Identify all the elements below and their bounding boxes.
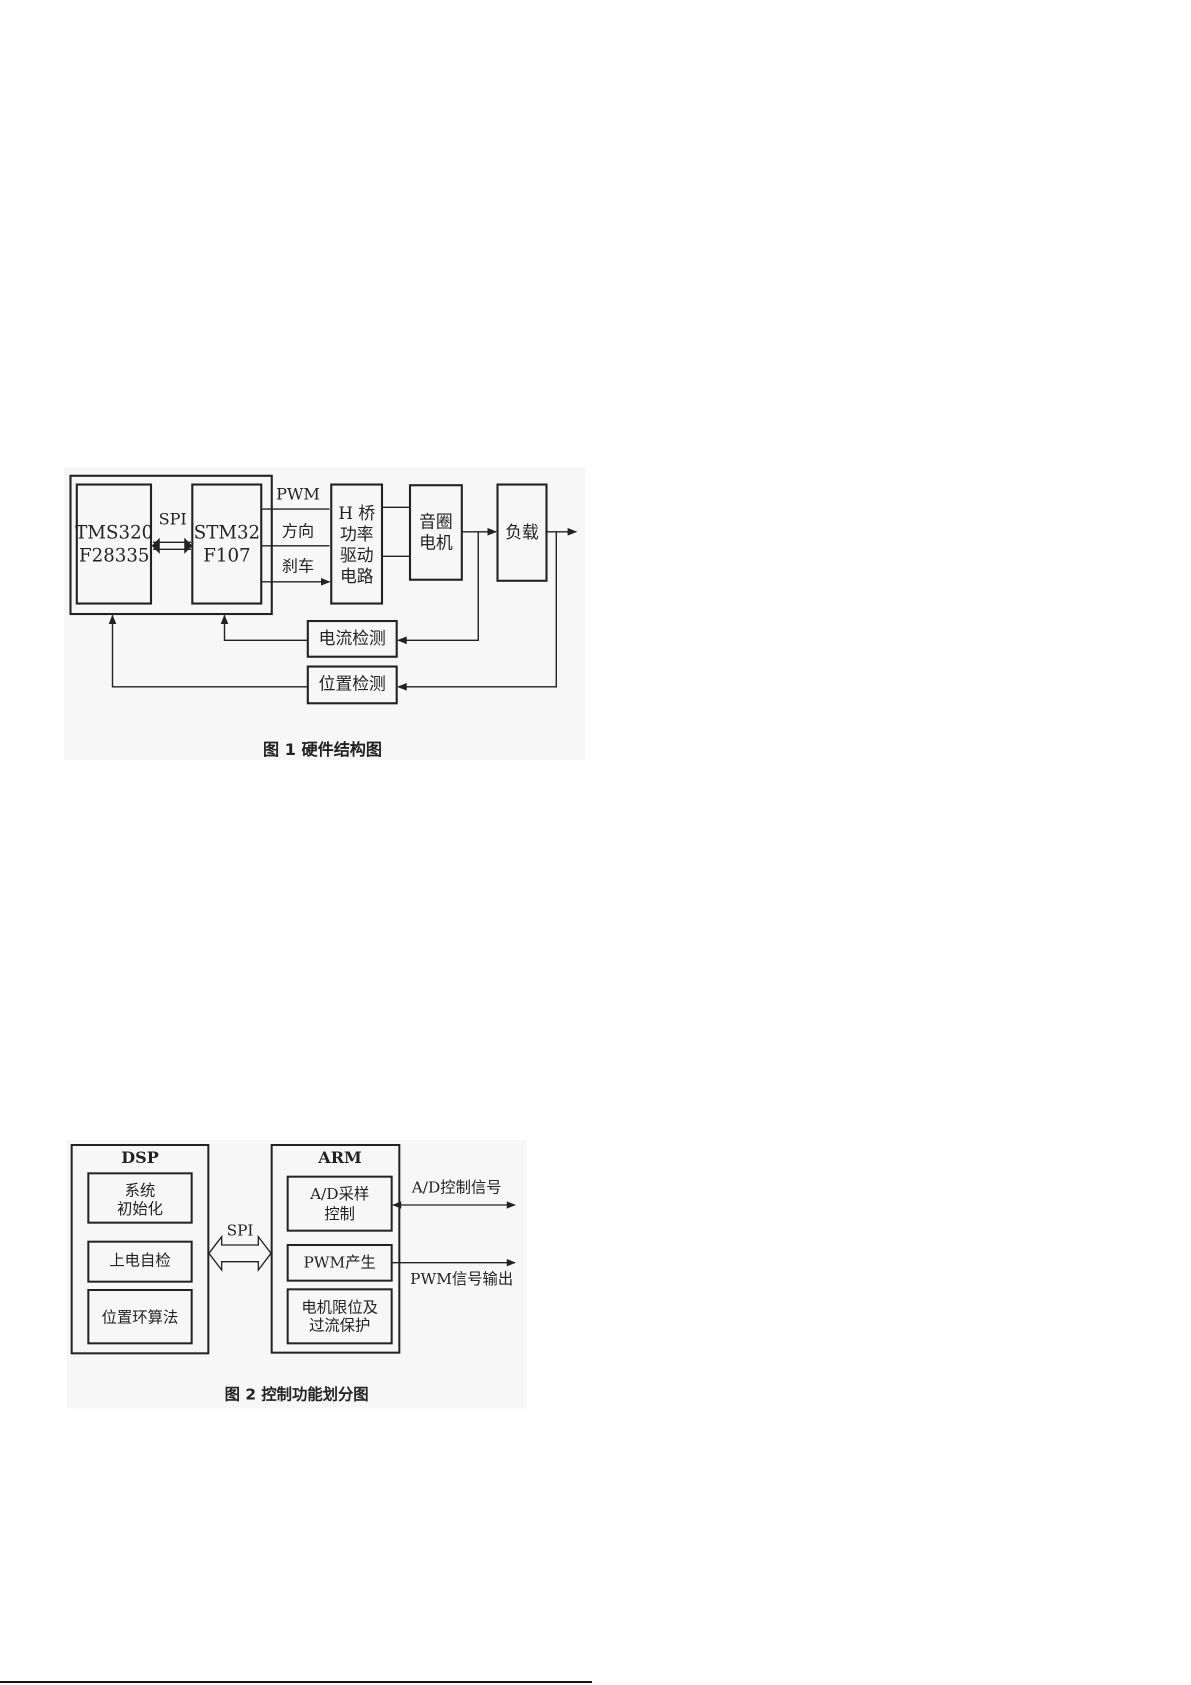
- spi-label: SPI: [227, 1222, 254, 1240]
- dsp-box: [70, 1144, 210, 1355]
- arm-item: 电机限位及: [301, 1298, 378, 1316]
- arm-label: ARM: [317, 1148, 361, 1167]
- load-box: [496, 483, 548, 582]
- hbridge-line: 电路: [340, 566, 374, 586]
- dsp-item: 系统: [125, 1182, 156, 1200]
- controller-board-box: [69, 474, 273, 616]
- hbridge-line: H 桥: [338, 503, 375, 523]
- hbridge-line: 驱动: [340, 545, 374, 565]
- position-detect-box: [306, 665, 398, 705]
- arm-box: [270, 1144, 401, 1354]
- dsp-item: 位置环算法: [102, 1308, 179, 1326]
- pwm-output-label: PWM信号输出: [410, 1270, 513, 1288]
- figure2-caption: 图 2 控制功能划分图: [225, 1386, 369, 1404]
- tms-model-label: F28335: [79, 545, 149, 566]
- tms-label: TMS320: [75, 523, 153, 544]
- direction-label: 方向: [282, 521, 314, 540]
- footnote-rule: [0, 1681, 592, 1683]
- motor-label: 电机: [419, 533, 453, 553]
- dsp-label: DSP: [121, 1148, 158, 1167]
- arm-item: 控制: [324, 1205, 355, 1223]
- stm32-box: [191, 483, 263, 605]
- current-detect-box: [306, 619, 398, 658]
- hardware-structure-diagram: TMS320 F28335 STM32 F107 SPI PWM 方向 刹车 H…: [63, 467, 585, 760]
- dsp-item: 上电自检: [109, 1252, 170, 1270]
- tms320-box: [75, 483, 153, 605]
- control-function-diagram: DSP 系统 初始化 上电自检 位置环算法 SPI ARM A/D采样 控制 P…: [66, 1140, 527, 1409]
- spi-label: SPI: [159, 510, 187, 529]
- stm-model-label: F107: [203, 545, 250, 566]
- stm-label: STM32: [194, 523, 260, 544]
- arm-item: A/D采样: [309, 1185, 369, 1203]
- ad-signal-label: A/D控制信号: [411, 1178, 502, 1196]
- load-label: 负载: [505, 522, 539, 542]
- motor-label: 音圈: [419, 512, 453, 532]
- figure1-caption: 图 1 硬件结构图: [263, 740, 382, 759]
- brake-label: 刹车: [282, 556, 314, 575]
- arm-item: PWM产生: [303, 1253, 375, 1271]
- signal-arrows: [261, 508, 329, 582]
- current-detect-label: 电流检测: [319, 628, 386, 648]
- arm-item: 过流保护: [309, 1317, 370, 1335]
- position-detect-label: 位置检测: [319, 674, 386, 694]
- h-bridge-box: [330, 483, 384, 605]
- pwm-label: PWM: [276, 485, 320, 504]
- dsp-item: 初始化: [117, 1200, 163, 1218]
- hbridge-line: 功率: [340, 524, 374, 544]
